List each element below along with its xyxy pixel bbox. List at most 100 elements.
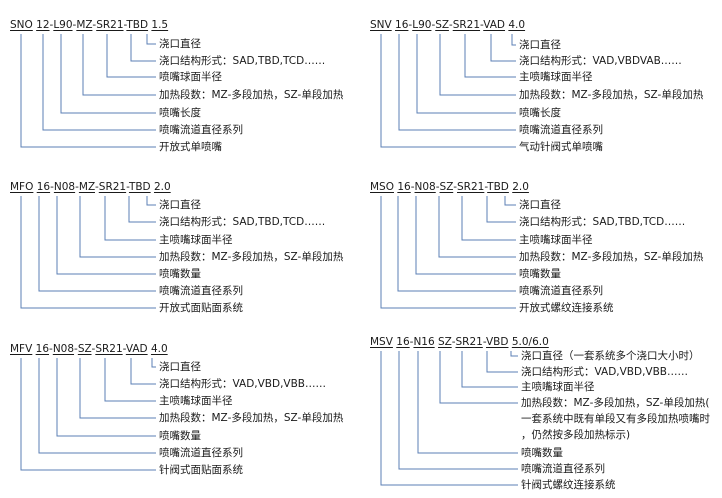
- code-seg: TBD: [487, 181, 509, 193]
- code-seg: SNO: [10, 19, 33, 31]
- code-seg: 16: [395, 19, 409, 31]
- code-seg: SZ: [439, 181, 454, 193]
- code-seg: SR21: [457, 181, 485, 193]
- diagram-panel-sno: SNO 12-L90-MZ-SR21-TBD 1.5 浇口直径 浇口结构形式：S…: [10, 18, 350, 158]
- model-code: MSV 16-N16 SZ-SR21-VBD 5.0/6.0: [370, 336, 549, 348]
- code-seg: N08: [414, 181, 436, 193]
- label-gate-diameter: 浇口直径: [159, 199, 201, 211]
- code-seg: TBD: [128, 181, 151, 193]
- label-sphere-radius: 主喷嘴球面半径: [159, 234, 233, 246]
- label-system-type: 开放式螺纹连接系统: [519, 302, 614, 314]
- label-nozzle-count: 喷嘴数量: [159, 430, 201, 442]
- diagram-panel-mso: MSO 16-N08-SZ-SR21-TBD 2.0 浇口直径 浇口结构形式：S…: [370, 180, 715, 320]
- code-seg: MFO: [10, 181, 34, 193]
- label-channel-series: 喷嘴流道直径系列: [159, 285, 243, 297]
- code-seg: 16: [35, 343, 50, 355]
- label-gate-diameter: 浇口直径: [159, 38, 201, 50]
- code-seg: SR21: [98, 181, 127, 193]
- code-seg: MSO: [370, 181, 394, 193]
- code-seg: 2.0: [153, 181, 171, 193]
- code-seg: MZ: [78, 181, 95, 193]
- leader-lines: [20, 196, 156, 309]
- code-seg: 1.5: [151, 19, 169, 31]
- label-heating-zones-note-2: ，仍然按多段加热标示): [521, 429, 631, 441]
- label-sphere-radius: 主喷嘴球面半径: [519, 71, 593, 83]
- code-seg: SR21: [95, 343, 123, 355]
- label-heating-zones: 加热段数：MZ-多段加热，SZ-单段加热: [519, 89, 704, 101]
- label-system-type: 开放式单喷嘴: [159, 141, 222, 153]
- code-seg: MSV: [370, 336, 393, 348]
- label-system-type: 针阀式面贴面系统: [159, 464, 243, 476]
- label-sphere-radius: 主喷嘴球面半径: [159, 395, 233, 407]
- diagram-panel-msv: MSV 16-N16 SZ-SR21-VBD 5.0/6.0 浇口直径（一套系统…: [370, 335, 720, 495]
- model-code: SNO 12-L90-MZ-SR21-TBD 1.5: [10, 19, 169, 31]
- label-channel-series: 喷嘴流道直径系列: [159, 124, 243, 136]
- label-channel-series: 喷嘴流道直径系列: [519, 285, 603, 297]
- code-seg: L90: [412, 19, 432, 31]
- label-heating-zones-note-1: 一套系统中既有单段又有多段加热喷嘴时: [521, 413, 710, 425]
- label-gate-diameter: 浇口直径: [519, 39, 561, 51]
- model-code: MSO 16-N08-SZ-SR21-TBD 2.0: [370, 181, 529, 193]
- code-seg: SR21: [455, 336, 483, 348]
- label-sphere-radius: 喷嘴球面半径: [159, 71, 222, 83]
- diagram-panel-mfv: MFV 16-N08-SZ-SR21-VAD 4.0 浇口直径 浇口结构形式：V…: [10, 342, 350, 482]
- code-seg: SR21: [452, 19, 481, 31]
- label-gate-structure: 浇口结构形式：VAD,VBD,VBB……: [159, 378, 327, 390]
- label-gate-diameter: 浇口直径: [519, 199, 561, 211]
- code-seg: L90: [53, 19, 73, 31]
- label-sphere-radius: 主喷嘴球面半径: [521, 381, 595, 393]
- label-gate-structure: 浇口结构形式：VAD,VBDVAB……: [519, 55, 682, 67]
- code-seg: 4.0: [150, 343, 168, 355]
- code-seg: N08: [52, 343, 75, 355]
- code-seg: TBD: [126, 19, 149, 31]
- code-seg: 4.0: [508, 19, 526, 31]
- label-gate-diameter: 浇口直径: [159, 361, 201, 373]
- label-gate-structure: 浇口结构形式：VAD,VBD,VBB……: [521, 366, 689, 378]
- label-nozzle-count: 喷嘴数量: [521, 447, 563, 459]
- label-system-type: 针阀式螺纹连接系统: [521, 479, 616, 491]
- code-seg: 5.0/6.0: [511, 336, 549, 348]
- code-seg: VBD: [486, 336, 509, 348]
- code-seg: N08: [53, 181, 76, 193]
- label-gate-structure: 浇口结构形式：SAD,TBD,TCD……: [159, 55, 326, 67]
- code-seg: SZ: [77, 343, 92, 355]
- label-heating-zones: 加热段数：MZ-多段加热，SZ-单段加热: [159, 412, 344, 424]
- model-code: MFO 16-N08-MZ-SR21-TBD 2.0: [10, 181, 171, 193]
- label-heating-zones: 加热段数：MZ-多段加热，SZ-单段加热: [159, 89, 344, 101]
- label-system-type: 开放式面贴面系统: [159, 302, 243, 314]
- label-channel-series: 喷嘴流道直径系列: [519, 124, 603, 136]
- diagram-panel-mfo: MFO 16-N08-MZ-SR21-TBD 2.0 浇口直径 浇口结构形式：S…: [10, 180, 350, 320]
- code-seg: SR21: [96, 19, 124, 31]
- label-nozzle-count: 喷嘴数量: [519, 268, 561, 280]
- code-seg: SZ: [438, 336, 452, 348]
- code-seg: 16: [396, 336, 410, 348]
- model-code: MFV 16-N08-SZ-SR21-VAD 4.0: [10, 343, 168, 355]
- code-seg: MFV: [10, 343, 33, 355]
- label-nozzle-length: 喷嘴长度: [159, 107, 201, 119]
- code-seg: SZ: [435, 19, 449, 31]
- code-seg: SNV: [370, 19, 392, 31]
- label-gate-structure: 浇口结构形式：SAD,TBD,TCD……: [159, 216, 326, 228]
- label-gate-diameter: 浇口直径（一套系统多个浇口大小时）: [521, 350, 700, 362]
- code-seg: VAD: [483, 19, 506, 31]
- label-heating-zones: 加热段数：MZ-多段加热，SZ-单段加热: [159, 251, 344, 263]
- leader-lines: [20, 34, 156, 148]
- label-channel-series: 喷嘴流道直径系列: [521, 463, 605, 475]
- label-sphere-radius: 主喷嘴球面半径: [519, 234, 593, 246]
- label-system-type: 气动针阀式单喷嘴: [519, 141, 603, 153]
- code-seg: 12: [36, 19, 50, 31]
- code-seg: MZ: [76, 19, 93, 31]
- leader-lines: [20, 358, 156, 471]
- code-seg: VAD: [125, 343, 148, 355]
- leader-lines: [380, 34, 516, 148]
- label-heating-zones: 加热段数：MZ-多段加热，SZ-单段加热(: [521, 397, 710, 409]
- label-gate-structure: 浇口结构形式：SAD,TBD,TCD……: [519, 216, 686, 228]
- leader-lines: [380, 196, 516, 309]
- leader-lines: [380, 351, 518, 486]
- label-nozzle-count: 喷嘴数量: [159, 268, 201, 280]
- label-heating-zones: 加热段数：MZ-多段加热，SZ-单段加热: [519, 251, 704, 263]
- diagram-panel-snv: SNV 16-L90-SZ-SR21-VAD 4.0 浇口直径 浇口结构形式：V…: [370, 18, 715, 158]
- code-seg: 2.0: [512, 181, 529, 193]
- code-seg: N16: [413, 336, 435, 348]
- label-nozzle-length: 喷嘴长度: [519, 107, 561, 119]
